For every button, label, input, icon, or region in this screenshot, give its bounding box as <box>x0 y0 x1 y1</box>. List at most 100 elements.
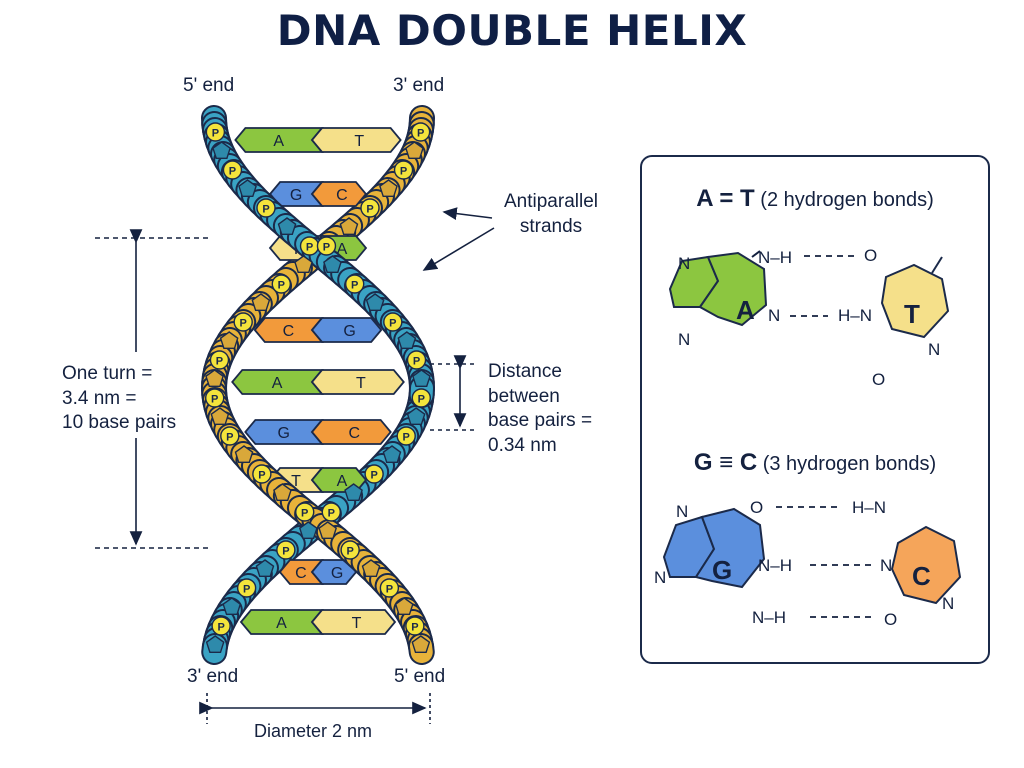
page-title: DNA DOUBLE HELIX <box>276 6 748 55</box>
svg-text:N: N <box>654 568 666 587</box>
phosphate-letter: P <box>400 166 407 178</box>
base-letter-right: G <box>343 323 355 340</box>
label-3-end-top: 3' end <box>393 75 445 96</box>
phosphate-circle <box>205 388 225 408</box>
sugar-pentagon <box>219 331 239 349</box>
sugar-pentagon <box>234 445 254 463</box>
antiparallel-label: Antiparallel strands <box>504 191 598 237</box>
base-pairing-panel: A = T (2 hydrogen bonds) G ≡ C (3 hydrog… <box>640 155 990 664</box>
cytosine-letter: C <box>912 561 931 591</box>
sugar-pentagon <box>210 407 230 425</box>
sugar-pentagon <box>405 141 424 160</box>
sugar-pentagon <box>277 217 297 236</box>
svg-text:O: O <box>884 610 897 629</box>
phosphate-letter: P <box>306 242 313 254</box>
svg-text:N: N <box>678 330 690 349</box>
base-letter-right: T <box>354 133 364 150</box>
label-3-end-bottom: 3' end <box>187 666 239 687</box>
base-letter-right: T <box>356 375 366 392</box>
phosphate-letter: P <box>366 204 373 216</box>
phosphate-circle <box>236 578 257 598</box>
phosphate-circle <box>316 236 337 256</box>
pairing-structures: A N N N N–H T O H–N N O G N N O N–H <box>654 246 962 629</box>
phosphate-letter: P <box>217 622 224 634</box>
svg-text:N–H: N–H <box>758 248 792 267</box>
base-letter-right: A <box>337 241 348 258</box>
guanine-structure: G N N O N–H N–H <box>654 498 792 627</box>
phosphate-circle <box>295 502 315 522</box>
base-right <box>310 369 405 395</box>
at-heading: A = T (2 hydrogen bonds) <box>696 185 934 212</box>
sugar-pentagon <box>379 179 398 198</box>
phosphate-letter: P <box>301 508 308 520</box>
sugar-pentagon <box>394 597 414 615</box>
base-letter-left: A <box>276 615 287 632</box>
phosphate-letter: P <box>229 166 236 178</box>
base-letter-right: C <box>349 425 361 442</box>
phosphate-circle <box>211 616 231 636</box>
phosphate-circle <box>379 578 400 598</box>
phosphate-circle <box>396 426 416 446</box>
phosphate-circle <box>233 312 253 332</box>
phosphate-letter: P <box>418 394 425 406</box>
sugar-pentagon <box>294 255 313 273</box>
phosphate-letter: P <box>258 470 265 482</box>
phosphate-circle <box>205 122 226 142</box>
sugar-pentagon <box>339 217 359 236</box>
sugar-pentagon <box>365 293 385 311</box>
sugar-pentagon <box>255 559 275 577</box>
adenine-structure: A N N N N–H <box>668 248 792 349</box>
phosphate-letter: P <box>282 546 289 558</box>
base-right <box>310 609 397 635</box>
adenine-letter: A <box>736 295 755 325</box>
phosphate-circle <box>256 198 276 218</box>
thymine-structure: T O H–N N O <box>838 246 950 389</box>
one-turn-label: One turn = 3.4 nm = 10 base pairs <box>62 363 177 434</box>
base-letter-right: T <box>352 615 362 632</box>
label-5-end-bottom: 5' end <box>394 666 446 687</box>
gc-heading: G ≡ C (3 hydrogen bonds) <box>693 449 937 476</box>
phosphate-circle <box>406 350 427 370</box>
base-letter-left: G <box>290 187 302 204</box>
phosphate-circle <box>209 350 230 370</box>
phosphate-circle <box>383 312 403 332</box>
phosphate-letter: P <box>211 394 218 406</box>
base-letter-left: A <box>272 375 283 392</box>
svg-text:O: O <box>750 498 763 517</box>
svg-text:N–H: N–H <box>752 608 786 627</box>
label-5-end-top: 5' end <box>183 75 235 96</box>
sugar-pentagon <box>411 635 431 653</box>
thymine-letter: T <box>904 299 920 329</box>
base-right <box>310 127 402 153</box>
base-right <box>310 317 383 343</box>
phosphate-letter: P <box>413 356 420 368</box>
phosphate-letter: P <box>417 128 424 140</box>
svg-text:O: O <box>864 246 877 265</box>
sugar-pentagon <box>318 521 338 539</box>
svg-text:N: N <box>942 594 954 613</box>
phosphate-circle <box>345 274 365 294</box>
sugar-pentagon <box>406 407 426 425</box>
distance-bracket <box>430 355 476 431</box>
base-letter-left: C <box>283 323 295 340</box>
sugar-pentagon <box>205 635 225 653</box>
sugar-pentagon <box>222 597 242 615</box>
phosphate-letter: P <box>328 508 335 520</box>
diameter-bracket <box>199 693 431 724</box>
svg-text:H–N: H–N <box>852 498 886 517</box>
phosphate-letter: P <box>389 318 396 330</box>
phosphate-circle <box>340 540 360 560</box>
phosphate-letter: P <box>243 584 250 596</box>
base-right <box>310 181 368 207</box>
phosphate-letter: P <box>351 280 358 292</box>
phosphate-letter: P <box>212 128 219 140</box>
sugar-pentagon <box>382 445 402 463</box>
phosphate-circle <box>405 616 425 636</box>
diameter-label: Diameter 2 nm <box>254 721 373 741</box>
phosphate-circle <box>321 502 341 522</box>
phosphate-circle <box>364 464 384 484</box>
